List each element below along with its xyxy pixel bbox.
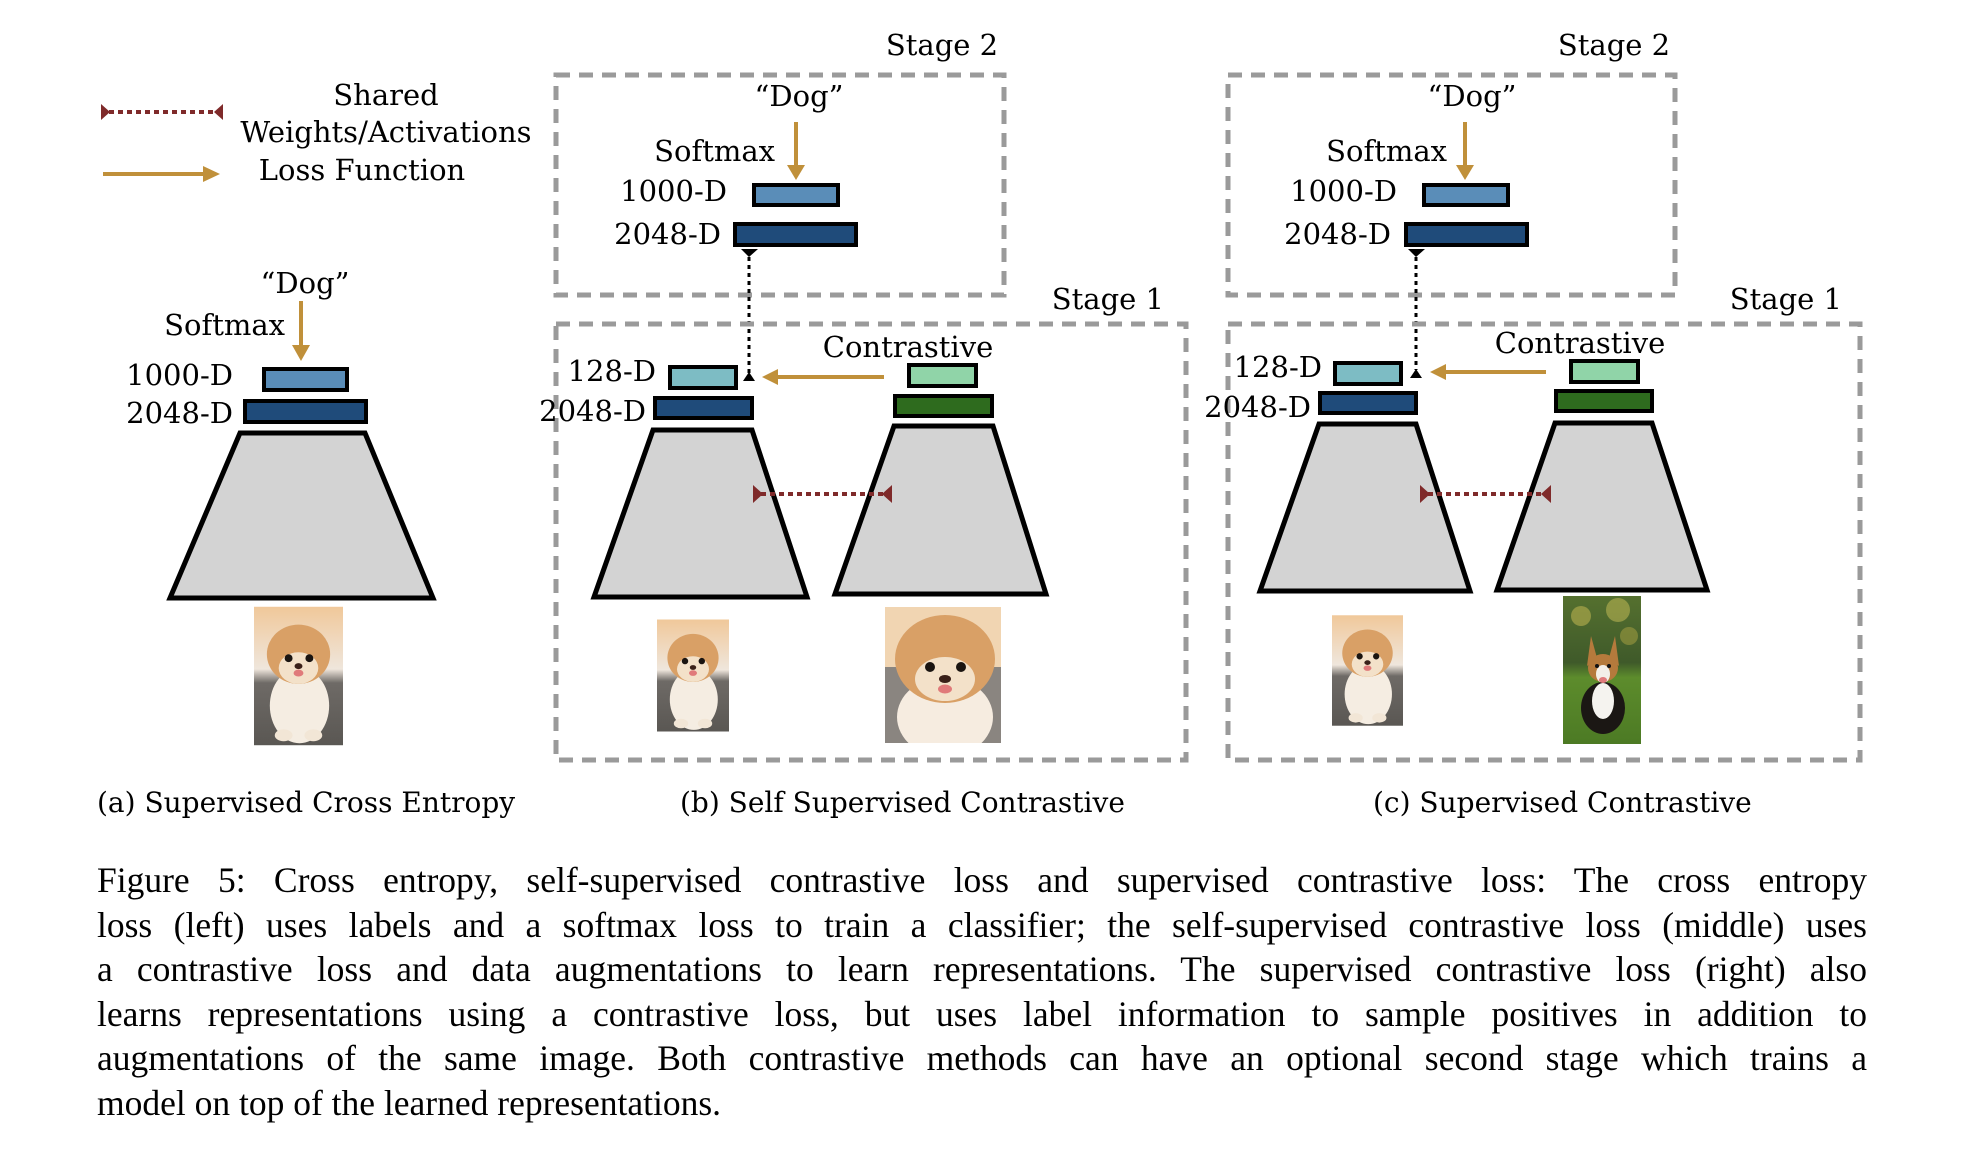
loss-arrow-icon [292,301,310,361]
layer-128d-box-positive [1569,359,1640,384]
loss-arrow-icon [787,122,805,180]
figure-caption: Figure 5: Cross entropy, self-supervised… [97,858,1867,1125]
label-1000d: 1000-D [1290,174,1397,208]
caption-line: a contrastive loss and data augmentation… [97,949,1867,989]
legend: Shared Weights/Activations Loss Function [101,78,532,187]
label-2048d: 2048-D [126,396,233,430]
label-128d: 128-D [1234,350,1322,384]
layer-1000d-box [262,367,349,392]
dog-image-augmented [885,607,1001,743]
layer-2048d-box-positive [1554,389,1654,413]
subcaption-a: (a) Supervised Cross Entropy [97,786,515,819]
encoder-network-positive [831,423,1050,597]
caption-line: Figure 5: Cross entropy, self-supervised… [97,860,1867,900]
loss-arrow-icon [1456,122,1474,180]
layer-128d-box-anchor [668,365,738,390]
legend-loss-function-label: Loss Function [259,153,465,187]
dog-image-anchor [1332,615,1403,726]
softmax-label: Softmax [164,308,285,342]
contrastive-label: Contrastive [823,330,994,364]
legend-weights-activations-label: Weights/Activations [240,115,531,149]
label-2048d-stage1: 2048-D [1204,390,1311,424]
loss-function-legend-icon [103,166,220,182]
layer-2048d-box-stage2 [733,222,858,247]
caption-line: learns representations using a contrasti… [97,993,1867,1034]
layer-2048d-box-positive [893,394,994,418]
layer-1000d-box [752,183,840,207]
label-128d: 128-D [568,354,656,388]
label-1000d: 1000-D [620,174,727,208]
encoder-network [166,430,437,601]
softmax-label: Softmax [1326,134,1447,168]
layer-2048d-box-stage2 [1404,222,1529,247]
layer-2048d-box-anchor [653,396,754,420]
stage-2-box [553,72,1007,298]
subcaption-c: (c) Supervised Contrastive [1373,786,1752,819]
stage-1-box [553,321,1189,763]
caption-line: augmentations of the same image. Both co… [97,1038,1867,1078]
panel-b-self-supervised-contrastive: Stage 2 “Dog” Softmax 1000-D 2048-D Stag… [539,28,1189,819]
contrastive-label: Contrastive [1495,326,1666,360]
subcaption-b: (b) Self Supervised Contrastive [680,786,1125,819]
layer-1000d-box [1422,183,1510,207]
legend-shared-label: Shared [333,78,438,112]
caption-line: loss (left) uses labels and a softmax lo… [97,904,1867,945]
dog-label: “Dog” [1428,79,1517,113]
stage-1-label: Stage 1 [1052,282,1164,316]
layer-2048d-box-anchor [1318,391,1418,415]
encoder-network-positive [1493,420,1711,593]
encoder-network-anchor [1256,421,1474,594]
stage-1-label: Stage 1 [1730,282,1842,316]
softmax-label: Softmax [654,134,775,168]
figure-diagram: Shared Weights/Activations Loss Function… [97,28,1863,819]
dog-label: “Dog” [261,266,350,300]
stage-2-label: Stage 2 [886,28,998,62]
label-1000d: 1000-D [126,358,233,392]
shared-representation-dotted-link [1408,249,1425,378]
encoder-network-anchor [590,427,811,600]
stage-2-label: Stage 2 [1558,28,1670,62]
layer-128d-box-positive [907,363,978,388]
label-2048d-stage2: 2048-D [614,217,721,251]
shared-representation-dotted-link [741,249,758,381]
contrastive-loss-arrow-icon [762,369,884,385]
caption-line: model on top of the learned representati… [97,1082,722,1123]
label-2048d-stage1: 2048-D [539,394,646,428]
label-2048d-stage2: 2048-D [1284,217,1391,251]
shared-weights-legend-icon [101,104,223,120]
layer-128d-box-anchor [1333,361,1403,386]
stage-1-box [1225,321,1863,763]
panel-c-supervised-contrastive: Stage 2 “Dog” Softmax 1000-D 2048-D Stag… [1204,28,1863,819]
layer-2048d-box [243,399,368,424]
shared-weights-arrow-icon [1420,485,1551,503]
stage-2-box [1225,72,1678,298]
shared-weights-arrow-icon [753,485,892,503]
corgi-image-positive [1563,596,1641,744]
dog-label: “Dog” [755,79,844,113]
dog-image [254,606,343,746]
panel-a-supervised-cross-entropy: “Dog” Softmax 1000-D 2048-D (a) Supervis… [97,266,515,819]
contrastive-loss-arrow-icon [1430,364,1546,380]
dog-image-anchor [657,619,729,732]
